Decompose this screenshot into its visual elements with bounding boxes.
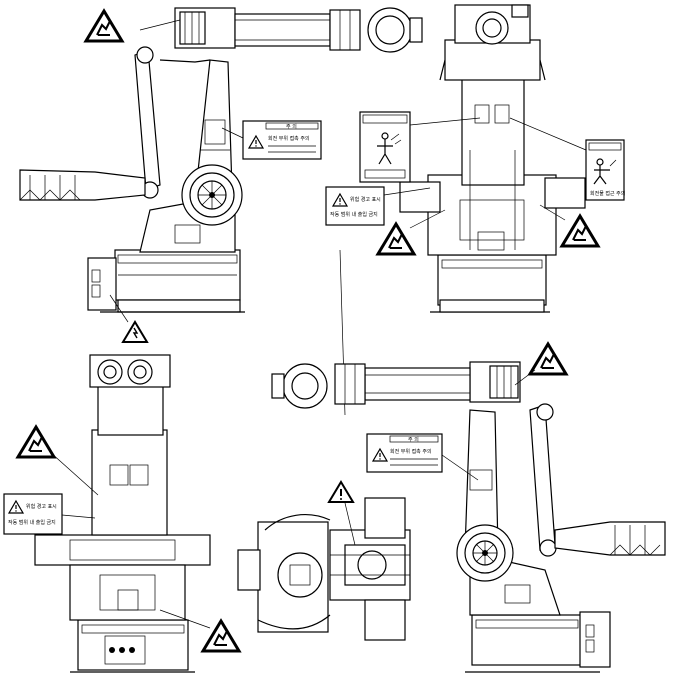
view-plan-middle [237, 249, 411, 641]
hand-crush-warning-icon [560, 214, 600, 248]
warning-sign-text: 작동 범위 내 출입 금지 [8, 519, 56, 526]
warning-sign-title: 위험 경고 표시 [350, 196, 381, 203]
warning-sign-text: 작동 범위 내 출입 금지 [330, 211, 378, 218]
hand-crush-warning-icon [376, 222, 416, 256]
warning-sign-title: 위험 경고 표시 [26, 503, 57, 510]
hand-crush-warning-icon [201, 619, 241, 653]
rotation-caution-sign: 회전물 접근 주의 [585, 139, 625, 201]
hand-crush-warning-icon [84, 9, 124, 43]
warning-sign-rear: 위험 경고 표시 작동 범위 내 출입 금지 [3, 493, 63, 535]
hand-crush-warning-icon [528, 342, 568, 376]
caution-sign-title: 주 의 [286, 123, 297, 130]
view-side-left: 주 의 회전 부위 접촉 주의 [19, 7, 423, 343]
caution-sign-left: 주 의 회전 부위 접촉 주의 [242, 120, 322, 160]
person-hazard-sign [359, 111, 411, 183]
caution-sign-title: 주 의 [408, 436, 419, 443]
caution-triangle-icon [327, 480, 355, 503]
caution-sign-right: 주 의 회전 부위 접촉 주의 [366, 433, 443, 473]
warning-sign-front: 위험 경고 표시 작동 범위 내 출입 금지 [325, 186, 385, 226]
hand-crush-warning-icon [16, 425, 56, 459]
person-hazard-icon [377, 132, 402, 165]
electric-shock-warning-icon [122, 321, 148, 343]
caution-sign-text: 회전 부위 접촉 주의 [390, 448, 432, 455]
view-side-right: 주 의 회전 부위 접촉 주의 [271, 342, 666, 673]
view-front-right: 회전물 접근 주의 위험 경고 표시 작동 범위 내 출입 금지 [325, 4, 625, 313]
view-rear-left: 위험 경고 표시 작동 범위 내 출입 금지 [3, 354, 241, 673]
rotation-caution-text: 회전물 접근 주의 [590, 190, 625, 197]
caution-sign-text: 회전 부위 접촉 주의 [268, 135, 310, 142]
